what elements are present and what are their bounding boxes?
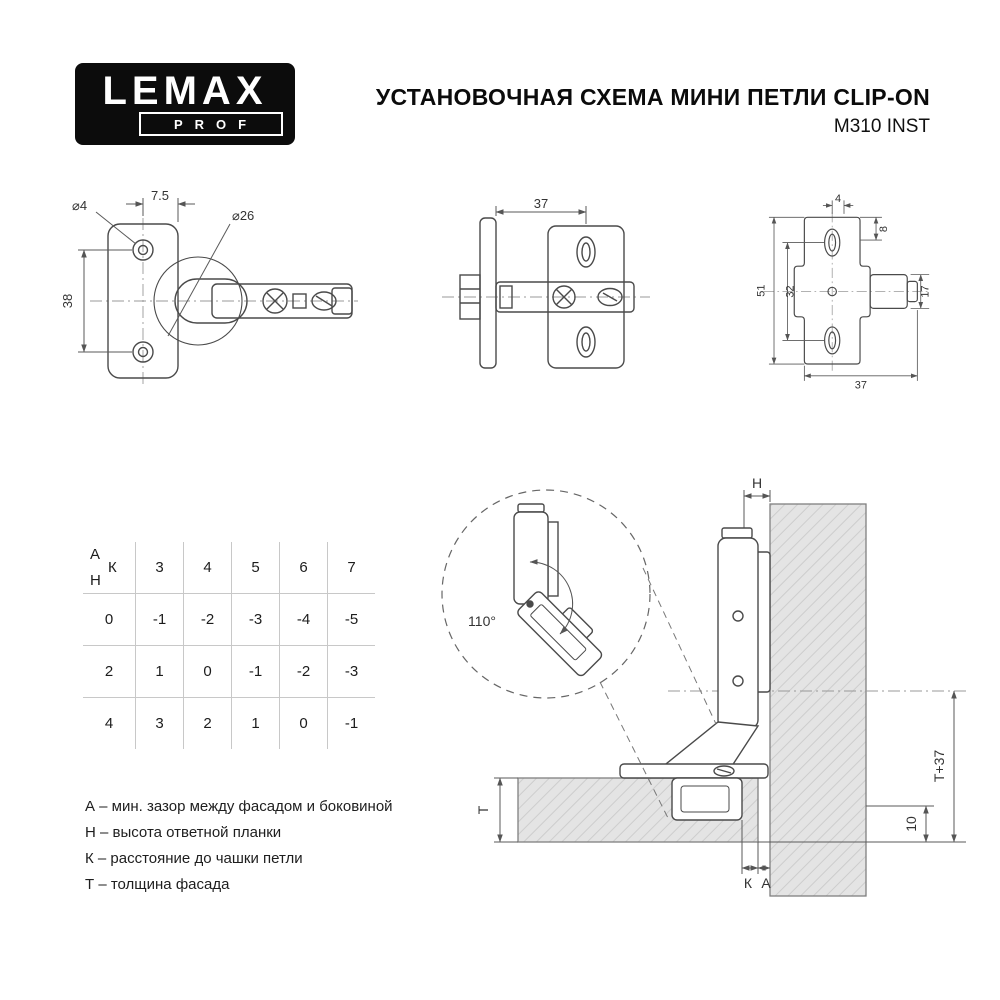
drawing-mounting-plate: 4 8 51 32 17 37 <box>756 193 932 391</box>
drawing-installation: 110° Н Т Т+37 10 К А <box>441 475 966 897</box>
header-titles: УСТАНОВОЧНАЯ СХЕМА МИНИ ПЕТЛИ CLIP-ON M3… <box>376 84 930 138</box>
hinge-assembly <box>619 527 771 821</box>
page-title: УСТАНОВОЧНАЯ СХЕМА МИНИ ПЕТЛИ CLIP-ON <box>375 84 930 110</box>
table-cell: 1 <box>231 697 280 749</box>
adjustment-table: А К Н 3 4 5 6 7 0 -1 -2 -3 -4 -5 2 1 0 -… <box>83 542 375 749</box>
hinge-front-shape <box>107 223 353 379</box>
table-col-header: 3 <box>135 542 184 594</box>
table-cell: 3 <box>135 697 184 749</box>
centerlines <box>90 218 358 386</box>
dim-label-10: 10 <box>903 816 919 832</box>
legend-item-a: А – мин. зазор между фасадом и боковиной <box>85 798 393 815</box>
table-cell: 0 <box>183 645 232 698</box>
dim-label-t37: Т+37 <box>931 750 947 783</box>
lemax-logo: LEMAX PROF <box>75 63 295 145</box>
centerlines <box>763 212 931 371</box>
table-cell: -3 <box>327 645 375 698</box>
table-cell: -1 <box>135 593 184 646</box>
dim-label-a: А <box>761 875 771 891</box>
legend: А – мин. зазор между фасадом и боковиной… <box>85 798 393 902</box>
table-corner-cell: А К Н <box>83 542 136 594</box>
corner-label-k: К <box>108 559 117 576</box>
table-cell: 1 <box>135 645 184 698</box>
legend-item-k: К – расстояние до чашки петли <box>85 850 303 867</box>
table-cell: -5 <box>327 593 375 646</box>
dim-label-k: К <box>744 875 753 891</box>
table-cell: -4 <box>279 593 328 646</box>
table-col-header: 4 <box>183 542 232 594</box>
table-row: 4 3 2 1 0 -1 <box>83 697 375 749</box>
dimension-lines <box>768 200 930 381</box>
plate-shape <box>793 216 918 365</box>
table-cell: 0 <box>279 697 328 749</box>
dimension-lines <box>494 490 966 874</box>
table-row-header: 0 <box>83 593 136 646</box>
dim-label-32: 32 <box>784 285 796 297</box>
dimension-lines <box>495 206 587 224</box>
dim-label-38: 38 <box>60 294 75 308</box>
dim-label-4: 4 <box>835 193 841 205</box>
table-cell: -3 <box>231 593 280 646</box>
dim-label-37: 37 <box>534 196 548 211</box>
table-row-header: 2 <box>83 645 136 698</box>
dimension-lines <box>78 198 231 353</box>
table-row: 2 1 0 -1 -2 -3 <box>83 645 375 698</box>
corner-label-a: А <box>90 546 101 563</box>
table-row: 0 -1 -2 -3 -4 -5 <box>83 593 375 646</box>
logo-prof-box: PROF <box>139 112 283 136</box>
dim-label-t: Т <box>475 805 491 814</box>
drawing-hinge-side: 37 <box>442 196 650 369</box>
corner-label-h: Н <box>90 572 101 589</box>
cabinet-side-panel <box>769 503 867 897</box>
table-cell: -1 <box>231 645 280 698</box>
hinge-side-shape <box>459 217 635 369</box>
detail-circle <box>441 489 651 699</box>
table-cell: -1 <box>327 697 375 749</box>
dim-label-37: 37 <box>855 379 867 391</box>
detail-view-110: 110° <box>441 489 717 819</box>
dim-label-cup-diameter: ⌀26 <box>232 208 254 223</box>
table-cell: -2 <box>279 645 328 698</box>
legend-item-t: Т – толщина фасада <box>85 876 230 893</box>
dim-label-8: 8 <box>878 226 890 232</box>
angle-label-110: 110° <box>468 613 496 629</box>
dim-label-7-5: 7.5 <box>151 188 169 203</box>
logo-brand-text: LEMAX <box>102 69 268 113</box>
dim-label-screw-diameter: ⌀4 <box>72 198 87 213</box>
table-col-header: 7 <box>327 542 375 594</box>
legend-item-h: Н – высота ответной планки <box>85 824 282 841</box>
page-subtitle: M310 INST <box>833 116 930 137</box>
table-col-header: 5 <box>231 542 280 594</box>
table-col-header: 6 <box>279 542 328 594</box>
logo-prof-text: PROF <box>173 116 259 132</box>
dim-label-51: 51 <box>756 285 768 297</box>
table-row-header: 4 <box>83 697 136 749</box>
dim-label-17: 17 <box>919 285 931 297</box>
table-cell: 2 <box>183 697 232 749</box>
table-cell: -2 <box>183 593 232 646</box>
drawing-hinge-front: 7.5 ⌀4 ⌀26 38 <box>60 188 358 386</box>
dim-label-h: Н <box>752 475 762 491</box>
